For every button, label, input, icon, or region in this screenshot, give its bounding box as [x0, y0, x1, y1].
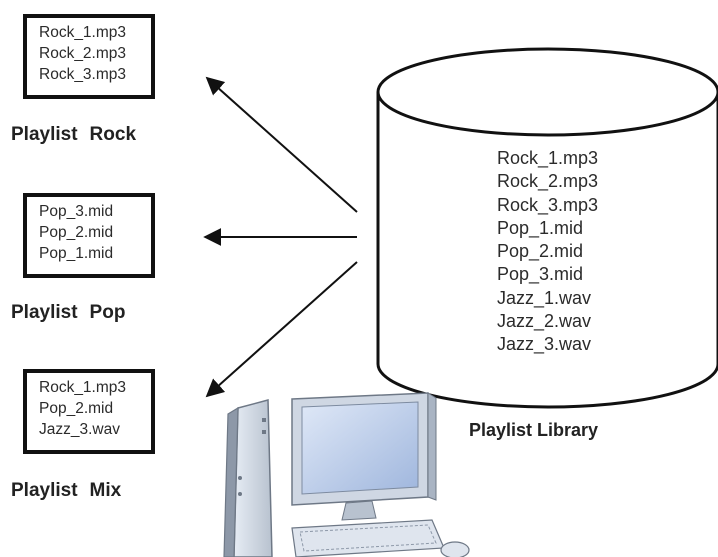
list-item: Pop_2.mid [39, 224, 114, 241]
list-item: Rock_1.mp3 [497, 148, 599, 168]
library-label: Playlist Library [469, 420, 599, 440]
list-item: Pop_3.mid [39, 203, 114, 220]
list-item: Rock_1.mp3 [39, 379, 127, 396]
database-cylinder-icon [376, 47, 718, 409]
list-item: Rock_2.mp3 [497, 171, 599, 192]
list-item: Pop_2.mid [39, 400, 114, 417]
playlist-word: Playlist [11, 480, 78, 501]
arrow-to-rock [205, 76, 358, 213]
list-item: Jazz_3.wav [39, 421, 120, 438]
playlist-mix-box: Rock_1.mp3 Pop_2.mid Jazz_3.wav [23, 369, 155, 454]
playlist-word: Playlist [11, 124, 78, 145]
list-item: Pop_1.mid [39, 245, 114, 262]
playlist-name: Pop [89, 302, 126, 323]
playlist-mix-title: Playlist Mix [11, 480, 121, 502]
playlist-word: Playlist [11, 302, 78, 323]
playlist-pop-title: Playlist Pop [11, 302, 125, 324]
list-item: Jazz_2.wav [497, 311, 592, 332]
list-item: Jazz_3.wav [497, 334, 592, 355]
playlist-rock-title: Playlist Rock [11, 124, 136, 146]
list-item: Pop_2.mid [497, 241, 584, 262]
playlist-pop-box: Pop_3.mid Pop_2.mid Pop_1.mid [23, 193, 155, 278]
playlist-rock-box: Rock_1.mp3 Rock_2.mp3 Rock_3.mp3 [23, 14, 155, 99]
list-item: Pop_1.mid [497, 217, 584, 238]
list-item: Pop_3.mid [497, 264, 584, 285]
playlist-name: Rock [89, 124, 137, 145]
list-item: Rock_3.mp3 [39, 66, 127, 83]
list-item: Rock_3.mp3 [497, 194, 599, 215]
desktop-computer-icon [223, 392, 470, 557]
playlist-name: Mix [89, 480, 122, 501]
list-item: Jazz_1.wav [497, 287, 592, 308]
list-item: Rock_2.mp3 [39, 45, 127, 62]
arrow-to-mix [205, 261, 358, 398]
library-file-list: Rock_1.mp3 Rock_2.mp3 Rock_3.mp3 Pop_1.m… [497, 147, 637, 357]
list-item: Rock_1.mp3 [39, 24, 127, 41]
